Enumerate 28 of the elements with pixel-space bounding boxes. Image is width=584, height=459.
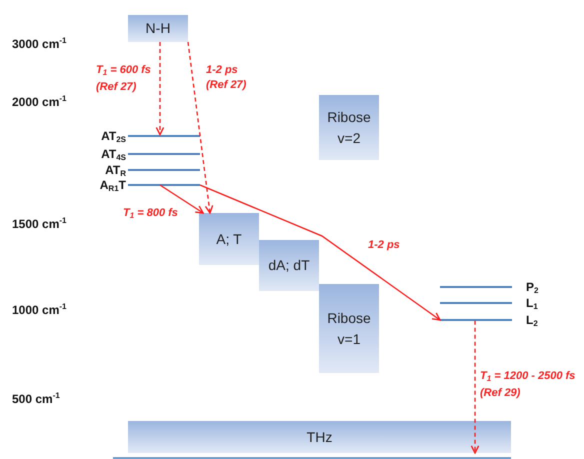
edge-label: 1-2 ps (Ref 27) bbox=[206, 63, 248, 93]
edge-label: T$_{1}$ = 600 fs (Ref 27) bbox=[96, 63, 152, 95]
level-label: A$_{R1}$T bbox=[100, 177, 126, 195]
level-label: AT$_{4S}$ bbox=[101, 146, 126, 164]
arrow bbox=[187, 42, 214, 214]
state-box: THz bbox=[128, 421, 511, 453]
axis-label: 2000 cm$^{-1}$ bbox=[12, 94, 66, 109]
axis-label: 1500 cm$^{-1}$ bbox=[12, 216, 66, 231]
arrow bbox=[470, 320, 480, 454]
axis-label: 1000 cm$^{-1}$ bbox=[12, 302, 66, 317]
state-box: A; T bbox=[199, 213, 259, 265]
edge-label: T$_{1}$ = 800 fs bbox=[123, 206, 179, 222]
state-box: Ribose v=2 bbox=[319, 95, 379, 160]
level-label: AT$_{R}$ bbox=[105, 162, 126, 180]
arrow bbox=[200, 184, 441, 321]
level-label: P$_{2}$ bbox=[526, 279, 538, 297]
arrow bbox=[160, 184, 204, 214]
edge-label: T$_{1}$ = 1200 - 2500 fs (Ref 29) bbox=[480, 369, 576, 401]
axis-label: 500 cm$^{-1}$ bbox=[12, 391, 60, 406]
state-box: N-H bbox=[128, 15, 188, 42]
axis-label: 3000 cm$^{-1}$ bbox=[12, 36, 66, 51]
state-box: Ribose v=1 bbox=[319, 284, 379, 373]
level-label: L$_{2}$ bbox=[526, 312, 538, 330]
state-box: dA; dT bbox=[259, 240, 319, 291]
level-label: AT$_{2S}$ bbox=[101, 128, 126, 146]
arrow bbox=[156, 42, 164, 136]
level-label: L$_{1}$ bbox=[526, 295, 538, 313]
edge-label: 1-2 ps bbox=[368, 238, 401, 253]
